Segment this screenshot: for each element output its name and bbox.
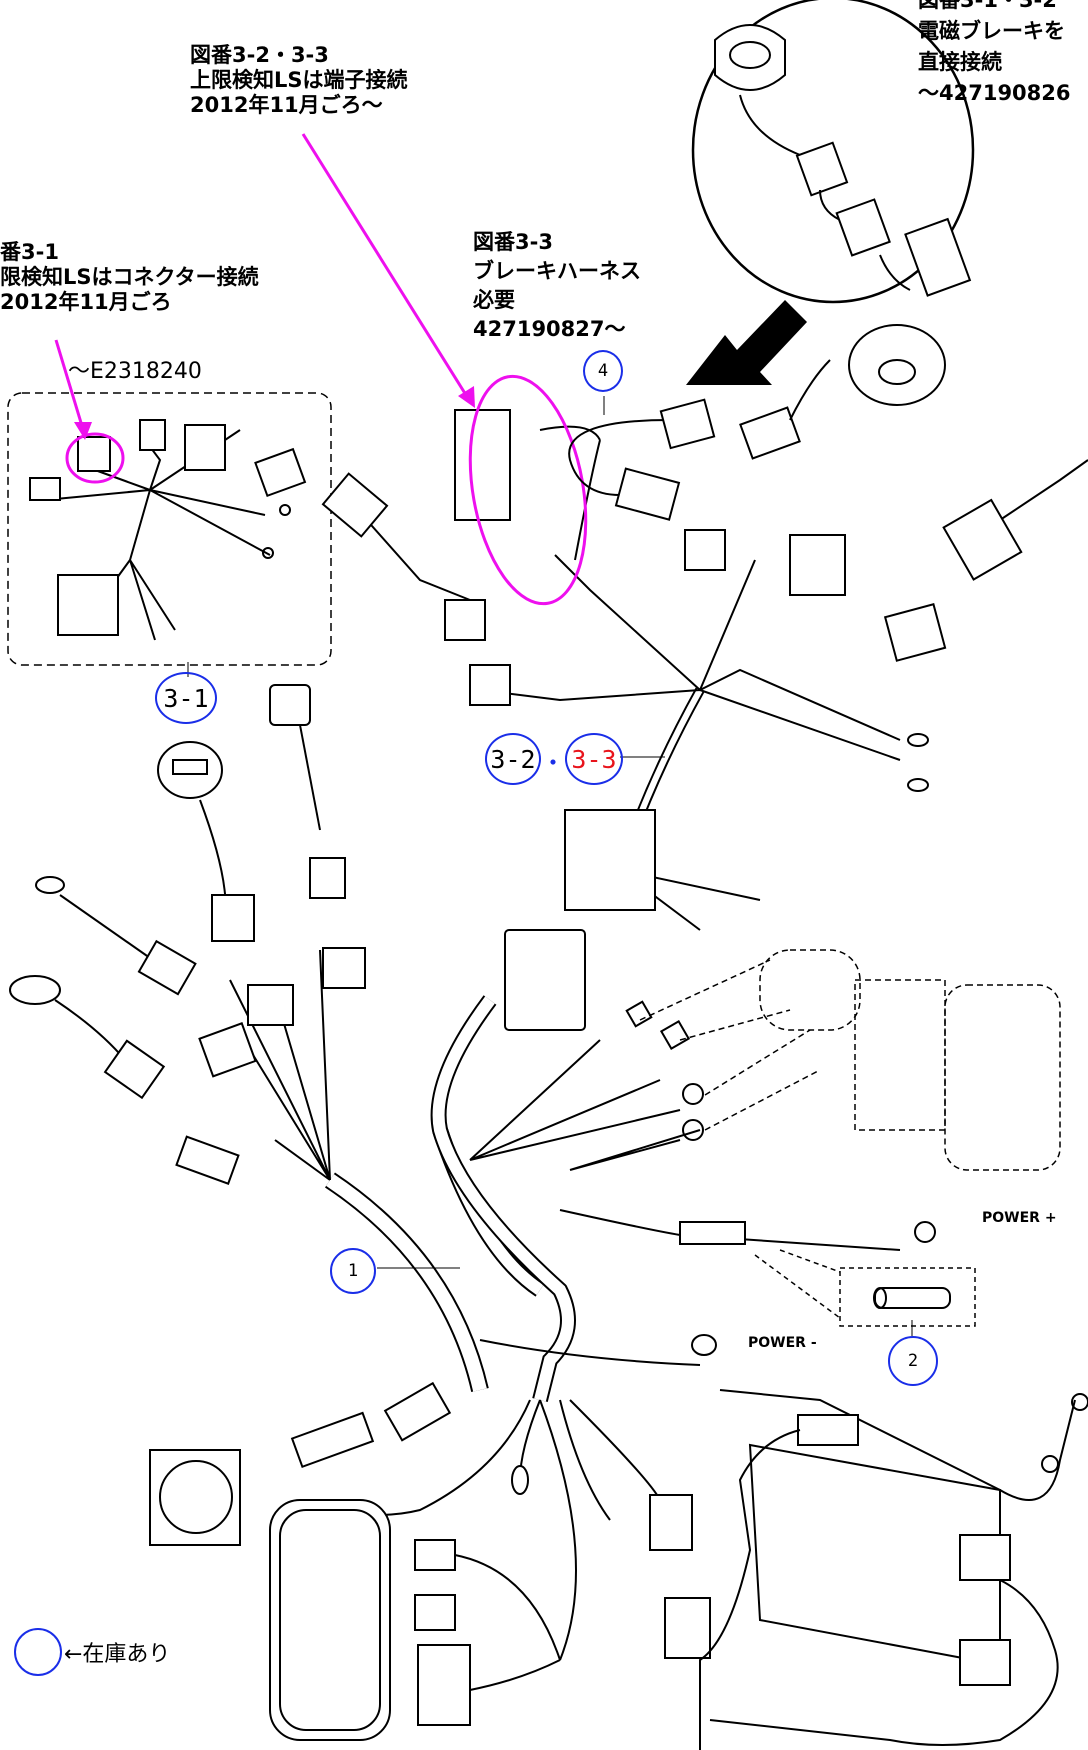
callout-3-2: 3-2 <box>485 733 541 785</box>
note-direct-connection: 図番3-1・3-2 電磁ブレーキを 直接接続 ～427190826 <box>918 0 1071 106</box>
main-harness-1 <box>149 929 936 1741</box>
kit-3-1-frame <box>7 392 332 666</box>
callout-1: 1 <box>330 1248 376 1294</box>
legend-text: ←在庫あり <box>64 1642 171 1667</box>
callout-2: 2 <box>888 1336 938 1386</box>
power-plus-label: POWER + <box>982 1210 1057 1226</box>
legend-stock-circle <box>14 1628 62 1676</box>
callout-4: 4 <box>583 350 623 392</box>
note-line: ブレーキハーネス <box>473 259 641 283</box>
note-line: 2012年11月ごろ～ <box>190 93 383 117</box>
note-brake-harness: 図番3-3 ブレーキハーネス 必要 427190827～ <box>473 230 641 342</box>
note-line: 427190827～ <box>473 317 626 341</box>
callout-separator: ・ <box>541 749 565 777</box>
note-line: 電磁ブレーキを <box>918 19 1065 43</box>
callout-leaders <box>187 662 913 1336</box>
left-components <box>9 684 346 1100</box>
callout-3-3: 3-3 <box>565 733 623 785</box>
pump-unit <box>639 949 1061 1171</box>
terminal-note-leader <box>301 133 475 408</box>
kit-3-1-harness <box>29 419 307 641</box>
fuse-detail <box>754 1249 976 1327</box>
note-line: 図番3-3 <box>473 230 553 254</box>
connector-note-leader <box>54 339 92 440</box>
note-line: 限検知LSはコネクター接続 <box>0 265 259 289</box>
upper-limit-ls-connector-highlight <box>65 432 125 484</box>
brake-harness-4 <box>568 324 1088 581</box>
note-upper-limit-connector: 番3-1 限検知LSはコネクター接続 2012年11月ごろ <box>0 240 259 315</box>
note-line: 直接接続 <box>918 50 1002 74</box>
note-line: 図番3-1・3-2 <box>918 0 1057 12</box>
note-line: 必要 <box>473 288 515 312</box>
note-upper-limit-terminal: 図番3-2・3-3 上限検知LSは端子接続 2012年11月ごろ～ <box>190 43 408 118</box>
direction-arrow <box>686 300 807 385</box>
note-line: 図番3-2・3-3 <box>190 43 329 67</box>
harness-3-2-3-3 <box>321 409 947 931</box>
note-line: 番3-1 <box>0 240 59 264</box>
note-line: 上限検知LSは端子接続 <box>190 68 408 92</box>
direct-connection-detail <box>691 0 975 304</box>
charger <box>699 1389 1088 1750</box>
power-minus-label: POWER - <box>748 1335 817 1351</box>
callout-3-1: 3-1 <box>155 672 217 724</box>
note-line: 2012年11月ごろ <box>0 290 172 314</box>
serial-range-label: ～E2318240 <box>68 359 202 384</box>
note-line: ～427190826 <box>918 81 1071 105</box>
